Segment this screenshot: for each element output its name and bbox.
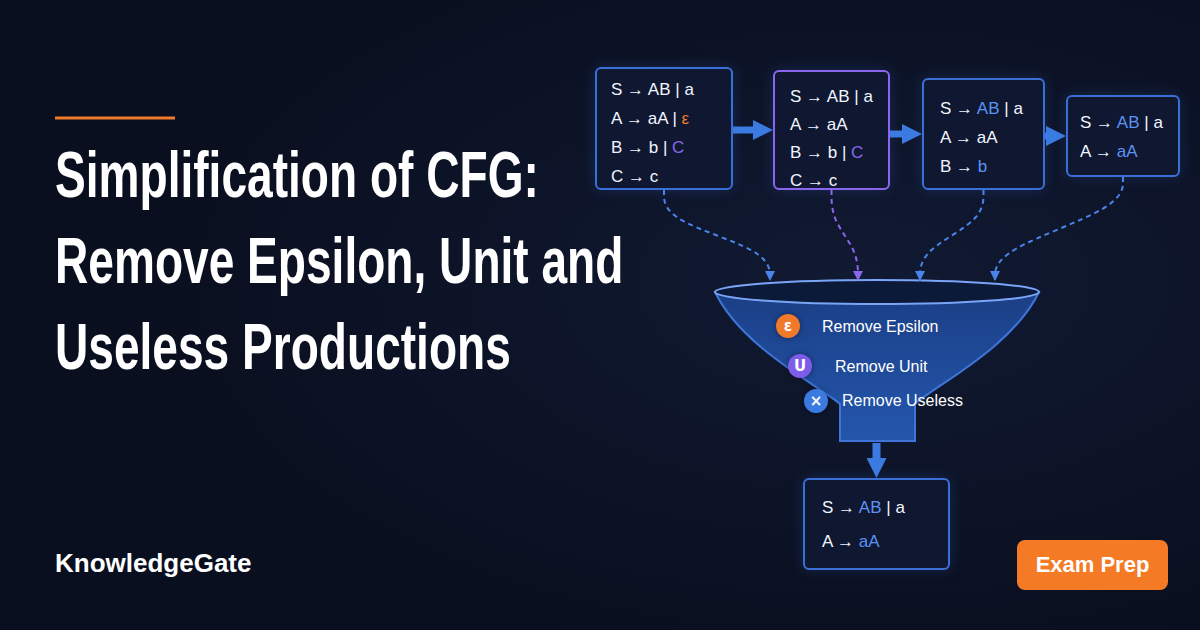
accent-rule	[55, 117, 175, 120]
production-rule: B → b | C	[790, 139, 888, 167]
rule-text: B →	[940, 157, 978, 176]
tag-button: Exam Prep	[1017, 540, 1168, 590]
production-rule: C → c	[790, 167, 888, 195]
rule-text: S → AB | a	[790, 87, 873, 106]
flow-arrow	[890, 131, 922, 138]
step-icon: ε	[776, 314, 800, 338]
rule-text: Remove Unit	[835, 358, 927, 375]
brand-label: KnowledgeGate	[55, 548, 251, 579]
grammar-box: S → AB | aA → aAB → b	[922, 78, 1045, 190]
rule-text: C → c	[790, 171, 837, 190]
production-rule: B → b	[940, 152, 1043, 181]
rule-text: ε	[784, 317, 792, 335]
production-rule: S → AB | a	[822, 491, 948, 525]
rule-text: C → c	[611, 167, 658, 186]
rule-text: U	[794, 357, 806, 375]
rule-text: A → aA	[940, 128, 998, 147]
grammar-box: S → AB | aA → aA | εB → b | CC → c	[595, 67, 733, 190]
highlight-symbol: AB	[859, 498, 882, 517]
rule-text: | a	[1140, 113, 1163, 132]
flow-arrow	[873, 443, 881, 478]
grammar-box: S → AB | aA → aA	[803, 478, 950, 570]
rule-text: A →	[822, 532, 859, 551]
grammar-box: S → AB | aA → aA	[1066, 95, 1180, 177]
rule-text: S →	[1080, 113, 1117, 132]
flow-arrow	[1045, 133, 1066, 140]
highlight-symbol: C	[851, 143, 863, 162]
rule-text: | a	[882, 498, 905, 517]
process-funnel: Remove EpsilonRemove UnitRemove Useless ε…	[712, 278, 1042, 443]
rule-text: A → aA	[790, 115, 848, 134]
step-label: Remove Unit	[835, 357, 927, 377]
rule-text: S →	[940, 99, 977, 118]
production-rule: A → aA | ε	[611, 104, 731, 133]
icon-glyph: U	[794, 359, 806, 374]
rule-text: S →	[822, 498, 859, 517]
dashed-connector	[920, 190, 984, 281]
step-label: Remove Useless	[842, 391, 963, 411]
dashed-connector	[995, 177, 1123, 281]
highlight-symbol: aA	[859, 532, 880, 551]
rule-text: Remove Useless	[842, 392, 963, 409]
rule-text: | a	[1000, 99, 1023, 118]
rule-text: Exam Prep	[1036, 552, 1150, 577]
highlight-symbol: C	[672, 138, 684, 157]
page-title: Simplification of CFG: Remove Epsilon, U…	[55, 132, 674, 390]
rule-text: ×	[810, 392, 823, 410]
production-rule: B → b | C	[611, 133, 731, 162]
rule-text: Remove Epsilon	[822, 318, 939, 335]
step-label: Remove Epsilon	[822, 317, 939, 337]
highlight-symbol: AB	[977, 99, 1000, 118]
dashed-connector	[664, 190, 770, 281]
production-rule: A → aA	[940, 123, 1043, 152]
production-rule: S → AB | a	[611, 75, 731, 104]
highlight-symbol: AB	[1117, 113, 1140, 132]
production-rule: S → AB | a	[1080, 108, 1178, 137]
button-label: Exam Prep	[1036, 552, 1150, 578]
production-rule: A → aA	[1080, 137, 1178, 166]
dashed-connector	[832, 190, 859, 281]
grammar-box: S → AB | a A → aA B → b | C C → c	[773, 70, 890, 190]
rule-text: B → b |	[790, 143, 851, 162]
icon-glyph: ×	[810, 394, 823, 409]
rule-text: S → AB | a	[611, 80, 694, 99]
step-icon: ×	[804, 389, 828, 413]
step-icon: U	[788, 354, 812, 378]
production-rule: A → aA	[822, 525, 948, 559]
production-rule: S → AB | a	[790, 83, 888, 111]
rule-text: A →	[1080, 142, 1117, 161]
production-rule: C → c	[611, 162, 731, 191]
highlight-symbol: aA	[1117, 142, 1138, 161]
rule-text: B → b |	[611, 138, 672, 157]
production-rule: S → AB | a	[940, 94, 1043, 123]
highlight-symbol: ε	[682, 109, 690, 128]
rule-text: A → aA |	[611, 109, 682, 128]
icon-glyph: ε	[784, 319, 792, 334]
highlight-symbol: b	[978, 157, 987, 176]
production-rule: A → aA	[790, 111, 888, 139]
flow-arrow	[733, 127, 773, 134]
